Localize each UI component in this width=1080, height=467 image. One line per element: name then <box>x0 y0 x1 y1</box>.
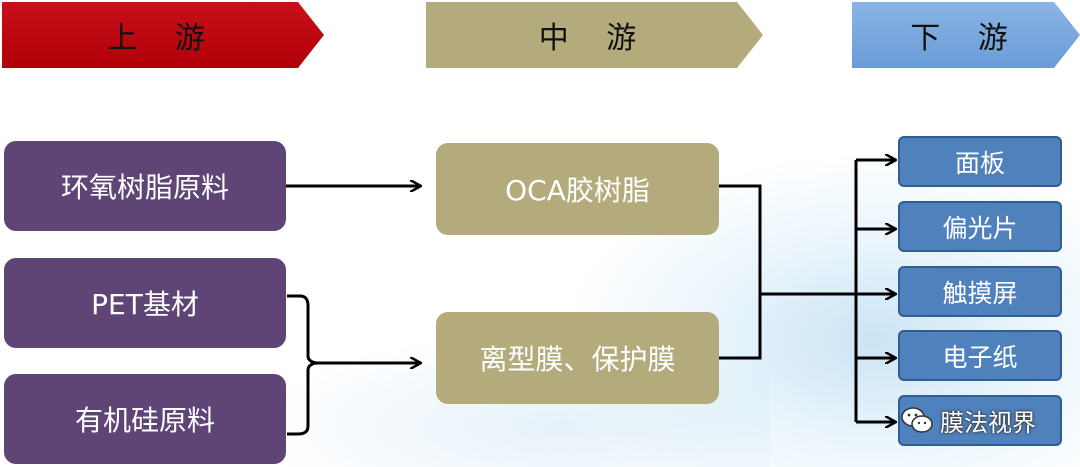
watermark-text: 膜法视界 <box>940 408 1036 437</box>
upstream-epoxy-raw-material: 环氧树脂原料 <box>4 141 286 231</box>
upstream-silicone-label: 有机硅原料 <box>74 404 215 437</box>
downstream-touchscreen: 触摸屏 <box>898 266 1062 317</box>
midstream-header: 中 游 <box>426 2 763 68</box>
upstream-pet-label: PET基材 <box>91 288 199 321</box>
upstream-header: 上 游 <box>2 2 324 68</box>
bracket-pet-silicone <box>287 294 319 436</box>
midstream-oca-resin: OCA胶树脂 <box>436 143 719 235</box>
downstream-epaper-label: 电子纸 <box>942 342 1018 372</box>
midstream-film-label: 离型膜、保护膜 <box>479 343 676 376</box>
watermark: 膜法视界 <box>900 400 1070 440</box>
downstream-header-label: 下 游 <box>910 21 1022 56</box>
downstream-polarizer: 偏光片 <box>898 201 1062 252</box>
downstream-panel: 面板 <box>898 136 1062 187</box>
downstream-touchscreen-label: 触摸屏 <box>942 278 1018 308</box>
upstream-header-label: 上 游 <box>107 21 219 56</box>
downstream-panel-label: 面板 <box>954 148 1005 178</box>
upstream-epoxy-label: 环氧树脂原料 <box>60 171 229 204</box>
downstream-header: 下 游 <box>852 2 1080 68</box>
midstream-release-protective-film: 离型膜、保护膜 <box>436 312 719 404</box>
bracket-midstream <box>719 184 762 360</box>
downstream-epaper: 电子纸 <box>898 330 1062 381</box>
upstream-silicone-raw-material: 有机硅原料 <box>4 374 286 464</box>
wechat-icon <box>901 407 933 433</box>
midstream-oca-label: OCA胶树脂 <box>505 174 650 207</box>
midstream-header-label: 中 游 <box>538 21 651 56</box>
downstream-polarizer-label: 偏光片 <box>942 213 1018 243</box>
upstream-pet-substrate: PET基材 <box>4 258 286 348</box>
